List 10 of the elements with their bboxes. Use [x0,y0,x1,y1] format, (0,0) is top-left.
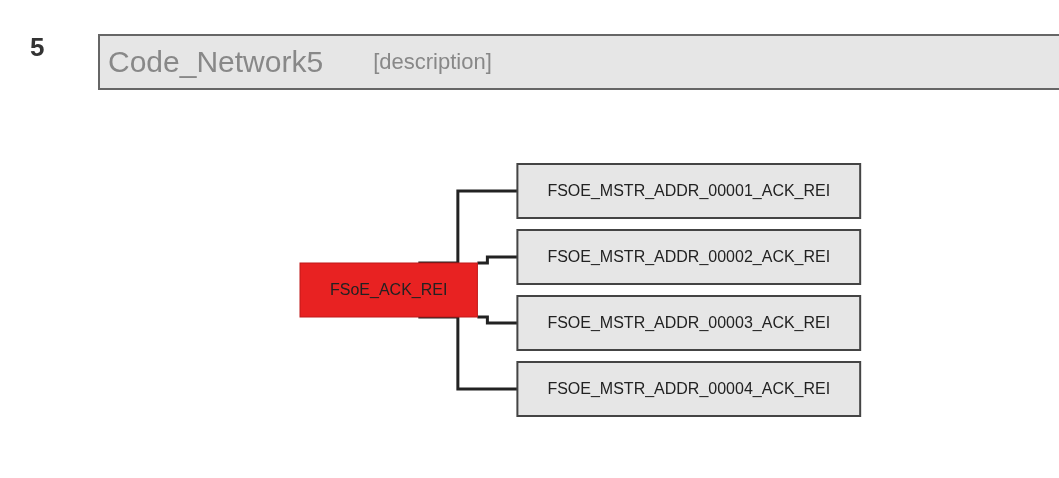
connector [477,315,518,325]
node-box: FSOE_MSTR_ADDR_00002_ACK_REI [516,229,862,285]
node-box: FSoE_ACK_REI [299,262,478,318]
node-box: FSOE_MSTR_ADDR_00001_ACK_REI [516,163,862,219]
network-number: 5 [30,32,45,63]
node-box: FSOE_MSTR_ADDR_00004_ACK_REI [516,361,862,417]
connector [477,255,518,265]
network-description: [description] [373,49,492,75]
network-title: Code_Network5 [108,45,324,79]
node-box: FSOE_MSTR_ADDR_00003_ACK_REI [516,295,862,351]
